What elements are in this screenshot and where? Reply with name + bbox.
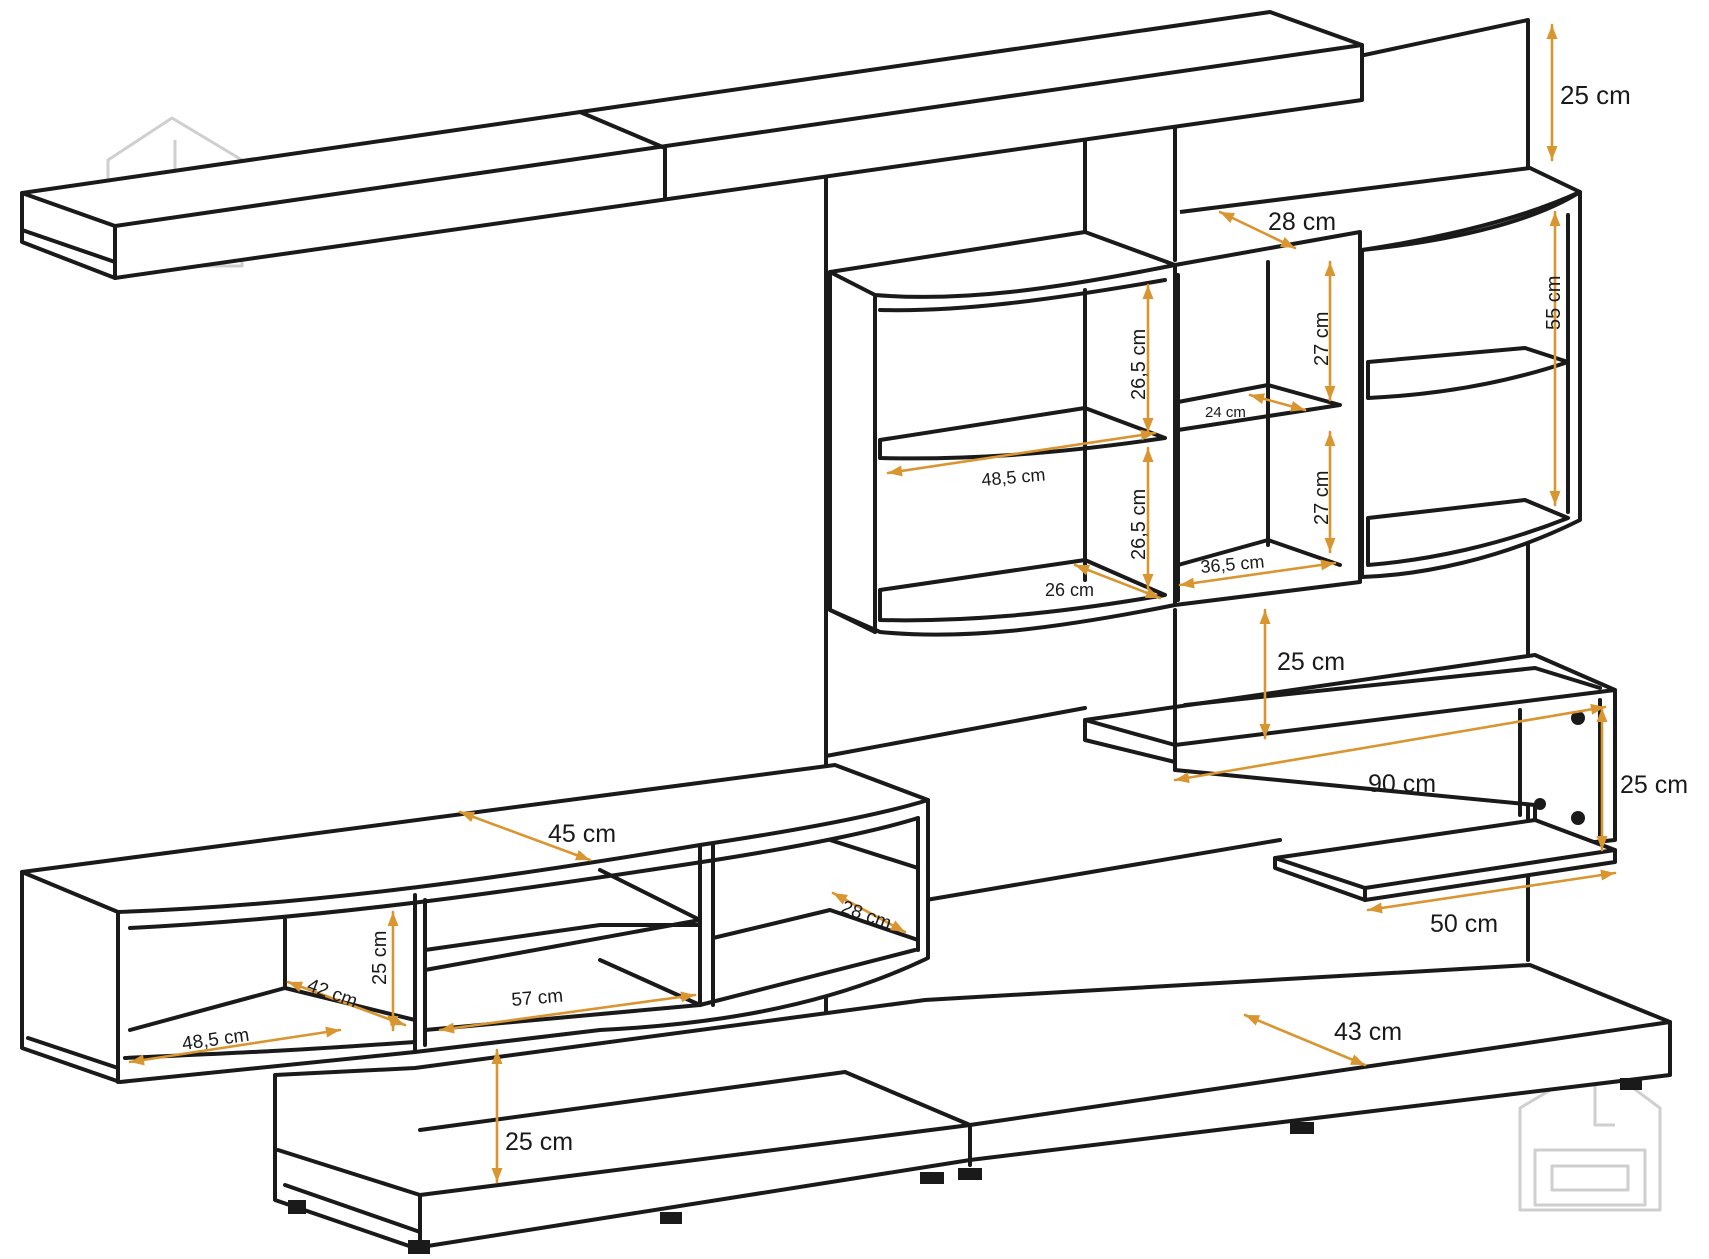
dim-arrow-small-shelf-width — [1366, 869, 1617, 914]
dim-arrow-left-cabinet-width — [886, 429, 1157, 477]
dim-label-right-cabinet-height: 55 cm — [1543, 276, 1565, 330]
dim-arrow-middle-lower-height — [1324, 430, 1336, 554]
top-floating-shelf — [20, 10, 1364, 280]
dim-arrow-left-cabinet-depth — [1073, 563, 1162, 600]
dim-arrow-tv-unit-depth — [458, 810, 592, 862]
dimension-arrows — [128, 23, 1617, 1184]
small-floating-shelf — [1273, 818, 1617, 902]
dim-label-small-shelf-width: 50 cm — [1430, 910, 1498, 938]
dim-arrow-tv-left-depth — [286, 980, 407, 1027]
dim-label-plinth-height: 25 cm — [505, 1128, 573, 1156]
upper-left-cabinet — [828, 230, 1177, 637]
dim-arrow-right-cabinet-height — [1549, 210, 1561, 507]
dim-label-middle-lower-height: 27 cm — [1311, 471, 1333, 525]
dim-arrow-long-shelf-width — [1173, 703, 1607, 784]
dim-label-left-cabinet-upper-height: 26,5 cm — [1128, 329, 1150, 400]
dim-label-long-shelf-width: 90 cm — [1368, 770, 1436, 798]
dimension-labels: 25 cm 28 cm 55 cm 26,5 cm 26,5 cm 48,5 c… — [181, 80, 1688, 1156]
dim-label-tv-middle-width: 57 cm — [511, 986, 564, 1011]
dim-arrow-middle-upper-height — [1324, 260, 1336, 402]
dim-arrow-top-shelf-height — [1546, 23, 1558, 162]
dim-label-tv-compartment-height: 25 cm — [369, 931, 391, 985]
dim-arrow-long-shelf-side-height — [1596, 706, 1608, 852]
upper-right-cabinet — [1179, 166, 1582, 580]
dim-label-tv-unit-depth: 45 cm — [548, 820, 616, 848]
dim-label-open-shelf-height: 25 cm — [1277, 648, 1345, 676]
dim-arrow-tv-left-width — [128, 1026, 342, 1066]
dim-arrow-base-depth — [1243, 1013, 1367, 1067]
upper-middle-cabinet — [1173, 230, 1362, 607]
dim-label-long-shelf-side-height: 25 cm — [1620, 771, 1688, 799]
dim-label-middle-shelf-depth: 24 cm — [1205, 404, 1246, 421]
dim-label-base-depth: 43 cm — [1334, 1018, 1402, 1046]
dim-label-top-shelf-height: 25 cm — [1560, 80, 1631, 110]
dim-arrow-middle-width — [1178, 559, 1337, 589]
dim-arrow-left-cabinet-upper-height — [1142, 283, 1154, 434]
dim-label-left-cabinet-depth: 26 cm — [1045, 580, 1094, 600]
dim-arrow-tv-side-depth — [831, 891, 907, 934]
dim-label-middle-upper-height: 27 cm — [1311, 312, 1333, 366]
dim-arrow-middle-shelf-depth — [1248, 393, 1307, 412]
dim-arrow-upper-right-depth — [1218, 210, 1297, 250]
dim-label-upper-right-depth: 28 cm — [1268, 208, 1336, 236]
dim-arrow-open-shelf-height — [1259, 608, 1271, 740]
dim-arrow-tv-middle-width — [438, 991, 697, 1034]
dim-arrow-plinth-height — [491, 1048, 503, 1184]
dim-arrow-left-cabinet-lower-height — [1142, 446, 1154, 590]
base-plinth — [273, 963, 1672, 1254]
right-open-box-shelf — [1083, 608, 1617, 850]
tv-lower-unit — [20, 763, 930, 1084]
dim-label-left-cabinet-lower-height: 26,5 cm — [1128, 489, 1150, 560]
